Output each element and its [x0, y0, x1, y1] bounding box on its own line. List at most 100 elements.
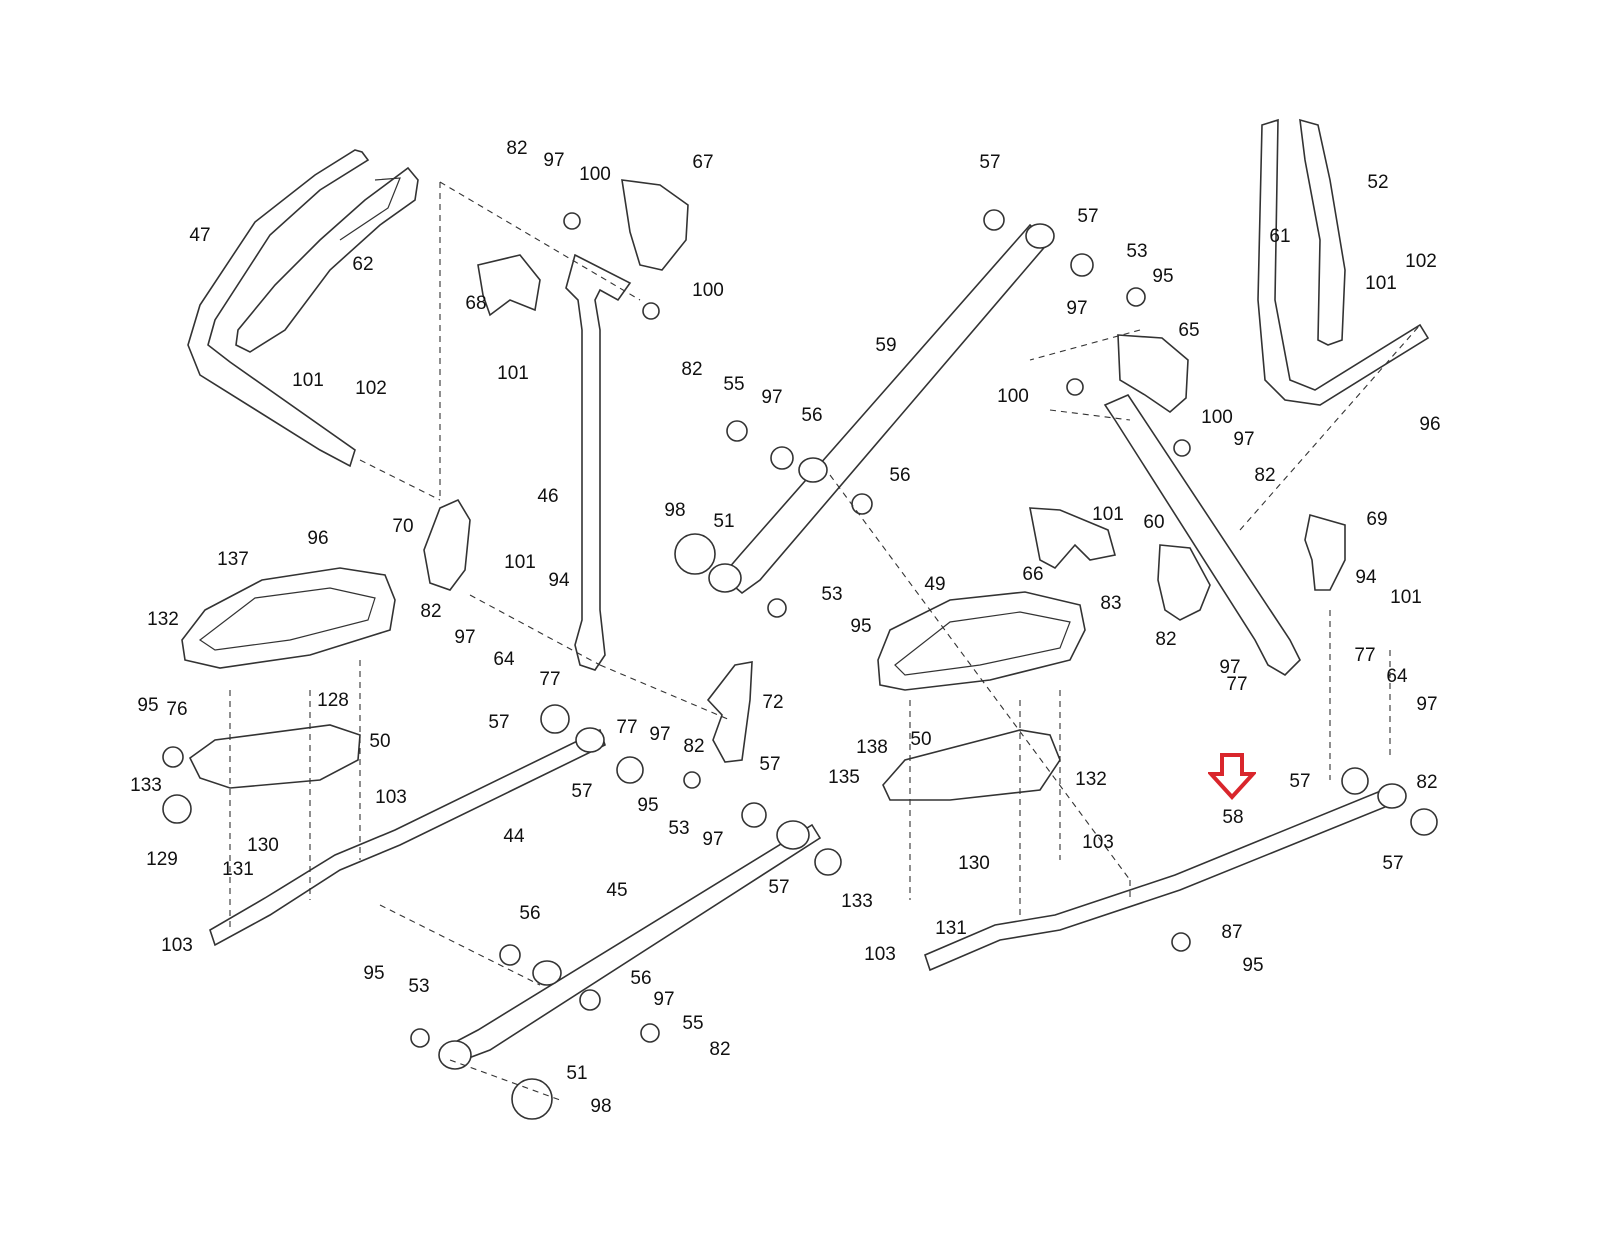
part-label-97: 97 [761, 387, 783, 408]
part-label-94: 94 [548, 570, 570, 591]
pedal-49 [877, 591, 1086, 801]
part-label-50: 50 [369, 731, 391, 752]
part-label-132: 132 [1075, 769, 1107, 790]
part-label-57: 57 [1289, 771, 1311, 792]
part-label-53: 53 [668, 818, 690, 839]
part-label-82: 82 [1416, 772, 1438, 793]
part-label-69: 69 [1366, 509, 1388, 530]
part-label-97: 97 [543, 150, 565, 171]
part-label-94: 94 [1355, 567, 1377, 588]
part-label-95: 95 [1152, 266, 1174, 287]
part-label-96: 96 [307, 528, 329, 549]
part-label-64: 64 [1386, 666, 1408, 687]
pedal-137 [181, 567, 396, 789]
part-label-51: 51 [566, 1063, 588, 1084]
part-label-56: 56 [519, 903, 541, 924]
part-label-103: 103 [1082, 832, 1114, 853]
part-label-97: 97 [702, 829, 724, 850]
part-label-100: 100 [1201, 407, 1233, 428]
part-label-82: 82 [709, 1039, 731, 1060]
part-label-83: 83 [1100, 593, 1122, 614]
down-arrow-outline-icon [1208, 753, 1256, 800]
part-label-76: 76 [166, 699, 188, 720]
part-label-56: 56 [889, 465, 911, 486]
handle-right-61 [1257, 118, 1430, 406]
part-label-128: 128 [317, 690, 349, 711]
part-label-77: 77 [539, 669, 561, 690]
part-label-133: 133 [130, 775, 162, 796]
part-label-57: 57 [488, 712, 510, 733]
part-label-55: 55 [682, 1013, 704, 1034]
part-label-52: 52 [1367, 172, 1389, 193]
part-label-97: 97 [1219, 657, 1241, 678]
part-label-137: 137 [217, 549, 249, 570]
part-label-82: 82 [1254, 465, 1276, 486]
handle-left-47 [187, 149, 419, 468]
part-label-45: 45 [606, 880, 628, 901]
part-label-100: 100 [579, 164, 611, 185]
part-label-131: 131 [935, 918, 967, 939]
part-label-102: 102 [355, 378, 387, 399]
part-label-97: 97 [653, 989, 675, 1010]
upright-46 [423, 179, 753, 763]
part-label-95: 95 [850, 616, 872, 637]
part-label-98: 98 [590, 1096, 612, 1117]
part-label-82: 82 [681, 359, 703, 380]
arm-59 [708, 223, 1055, 595]
part-label-61: 61 [1269, 226, 1291, 247]
part-label-57: 57 [979, 152, 1001, 173]
part-label-129: 129 [146, 849, 178, 870]
part-label-53: 53 [821, 584, 843, 605]
part-label-103: 103 [161, 935, 193, 956]
part-label-97: 97 [1233, 429, 1255, 450]
part-label-60: 60 [1143, 512, 1165, 533]
part-label-59: 59 [875, 335, 897, 356]
part-label-98: 98 [664, 500, 686, 521]
part-label-82: 82 [506, 138, 528, 159]
part-label-96: 96 [1419, 414, 1441, 435]
part-label-77: 77 [1354, 645, 1376, 666]
part-label-68: 68 [465, 293, 487, 314]
part-label-131: 131 [222, 859, 254, 880]
part-label-57: 57 [768, 877, 790, 898]
part-label-65: 65 [1178, 320, 1200, 341]
part-label-132: 132 [147, 609, 179, 630]
part-label-62: 62 [352, 254, 374, 275]
bushings [162, 209, 1438, 1120]
part-label-57: 57 [1077, 206, 1099, 227]
part-label-135: 135 [828, 767, 860, 788]
part-label-57: 57 [1382, 853, 1404, 874]
part-label-101: 101 [504, 552, 536, 573]
part-label-101: 101 [1390, 587, 1422, 608]
part-label-49: 49 [924, 574, 946, 595]
part-label-101: 101 [292, 370, 324, 391]
part-label-66: 66 [1022, 564, 1044, 585]
part-label-77: 77 [1226, 674, 1248, 695]
part-label-47: 47 [189, 225, 211, 246]
part-label-50: 50 [910, 729, 932, 750]
part-label-101: 101 [497, 363, 529, 384]
part-label-130: 130 [247, 835, 279, 856]
frame-44-45 [209, 727, 822, 1070]
part-label-101: 101 [1092, 504, 1124, 525]
part-label-53: 53 [1126, 241, 1148, 262]
part-label-70: 70 [392, 516, 414, 537]
part-label-97: 97 [1066, 298, 1088, 319]
part-label-57: 57 [759, 754, 781, 775]
part-label-56: 56 [801, 405, 823, 426]
part-label-95: 95 [363, 963, 385, 984]
part-label-102: 102 [1405, 251, 1437, 272]
part-label-72: 72 [762, 692, 784, 713]
part-label-103: 103 [375, 787, 407, 808]
part-label-55: 55 [723, 374, 745, 395]
part-label-56: 56 [630, 968, 652, 989]
part-label-67: 67 [692, 152, 714, 173]
part-label-82: 82 [683, 736, 705, 757]
part-label-130: 130 [958, 853, 990, 874]
part-label-133: 133 [841, 891, 873, 912]
part-label-100: 100 [997, 386, 1029, 407]
part-label-87: 87 [1221, 922, 1243, 943]
frame-58 [924, 783, 1407, 972]
part-label-101: 101 [1365, 273, 1397, 294]
